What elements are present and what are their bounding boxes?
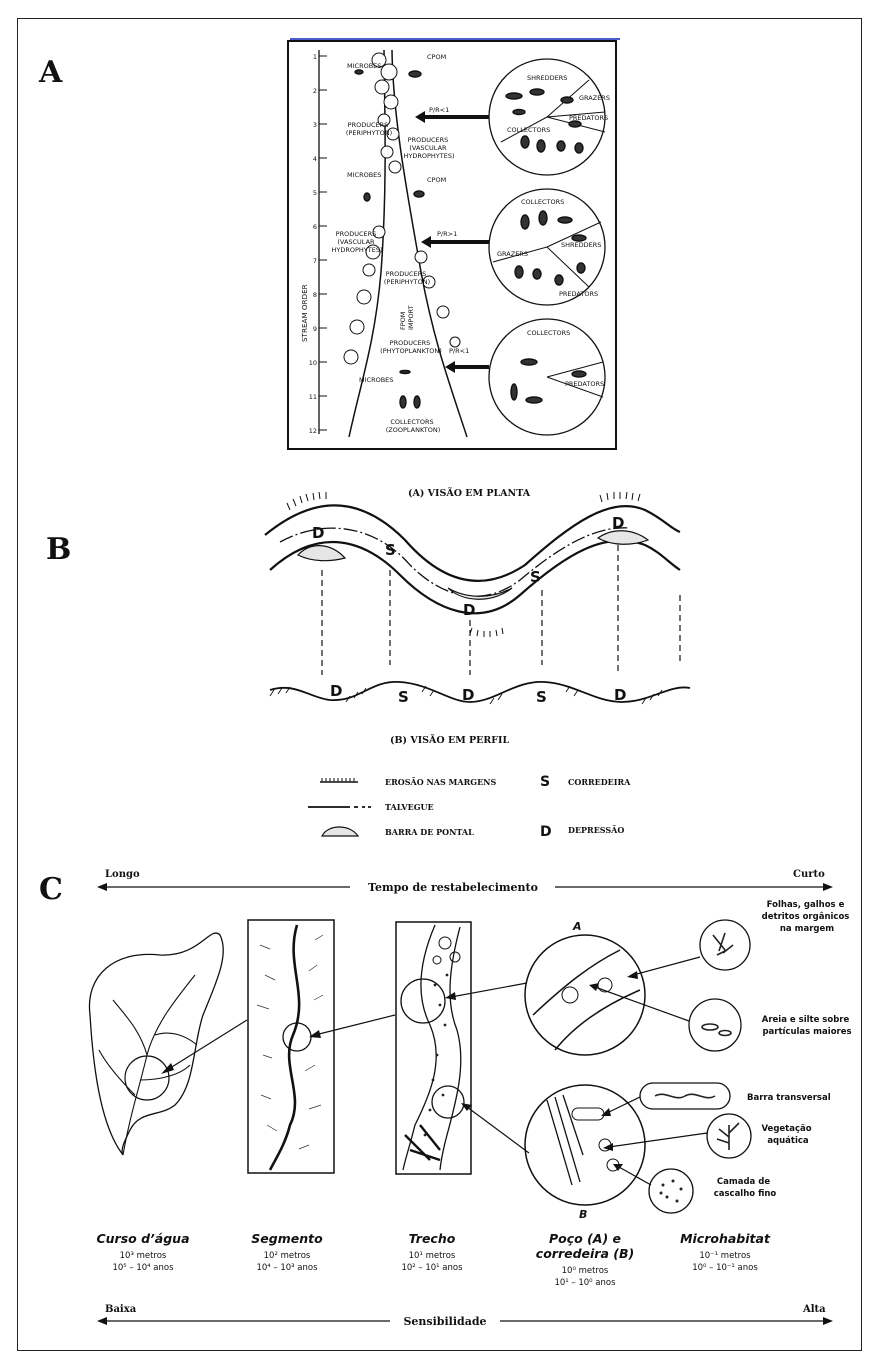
circle1-grazers: GRAZERS [579,94,610,102]
bottom-right-label: Alta [802,1304,826,1315]
collectors-zooplankton-label: COLLECTORS (ZOOPLANKTON) [386,418,440,434]
stream-order-label: 10 [309,359,317,367]
stream-order-label: 9 [313,325,317,333]
legend-talvegue-label: TALVEGUE [385,802,434,812]
scale-poco-line1: 10⁰ metros [562,1266,609,1276]
bottom-left-label: Baixa [105,1304,137,1315]
producers-phyto-label: PRODUCERS (PHYTOPLANKTON) [380,339,442,355]
stream-order-label: 8 [313,291,317,299]
scale-micro-line1: 10⁻¹ metros [699,1251,751,1261]
circle2-shredders: SHREDDERS [561,241,601,249]
plan-mark-d3: D [612,514,624,532]
circle3-collectors: COLLECTORS [527,329,570,337]
label-barra-transversal: Barra transversal [747,1093,831,1103]
circle2-collectors: COLLECTORS [521,198,564,206]
scale-trecho-line1: 10¹ metros [409,1251,456,1261]
scale-segmento-line1: 10² metros [264,1251,311,1261]
stream-order-label: 12 [309,427,317,435]
stream-order-label: 1 [313,53,317,61]
microbes-label-2: MICROBES [347,171,381,179]
scale-name-poco: Poço (A) e [549,1231,621,1246]
profile-mark-s2: S [536,688,547,706]
section-label-c: C [39,872,63,907]
stream-order-label: 6 [313,223,317,231]
scale-name-curso: Curso d’água [96,1231,189,1246]
plan-mark-d1: D [312,524,324,542]
scale-segmento-line2: 10⁴ – 10³ anos [256,1263,318,1273]
stream-order-label: 11 [309,393,317,401]
top-center-label: Tempo de restabelecimento [368,881,538,894]
scale-micro-line2: 10⁰ – 10⁻¹ anos [692,1263,758,1273]
stream-order-label: 3 [313,121,317,129]
circle1-shredders: SHREDDERS [527,74,567,82]
scale-poco-line2: 10¹ – 10⁰ anos [554,1278,616,1288]
scale-curso-line2: 10⁵ – 10⁴ anos [112,1263,174,1273]
fpom-import-label: FPOM IMPORT [399,305,415,330]
scale-trecho-line2: 10² – 10¹ anos [401,1263,463,1273]
producers-vascular-label-1: PRODUCERS (VASCULAR HYDROPHYTES) [403,136,454,160]
scale-name-trecho: Trecho [409,1231,456,1246]
legend-corredeira-label: CORREDEIRA [568,777,631,787]
microbes-label-1: MICROBES [347,62,381,70]
plan-mark-d2: D [463,601,475,619]
producers-periphyton-label-2: PRODUCERS (PERIPHYTON) [384,270,430,286]
producers-periphyton-label-1: PRODUCERS (PERIPHYTON) [346,121,392,137]
stream-order-label: 2 [313,87,317,95]
profile-mark-d1: D [330,682,342,700]
section-label-b: B [46,532,71,567]
circle2-grazers: GRAZERS [497,250,528,258]
circle3-predators: PREDATORS [565,380,604,388]
panel-b-legend: EROSÃO NAS MARGENS TALVEGUE BARRA DE PON… [308,774,631,840]
panel-c-hierarchy-diagram: Longo Tempo de restabelecimento Curto A … [85,865,855,1345]
cpom-label-1: CPOM [427,53,446,61]
profile-view-title: (B) VISÃO EM PERFIL [390,734,509,746]
microbes-label-3: MICROBES [359,376,393,384]
stream-order-axis-label: STREAM ORDER [300,284,309,342]
legend-depressao-label: DEPRESSÃO [568,825,624,835]
legend-s-symbol: S [540,774,550,790]
scale-labels: Curso d’água 10³ metros 10⁵ – 10⁴ anos S… [96,1231,770,1288]
scale-name-microhabitat: Microhabitat [680,1231,771,1246]
label-vegetacao: Vegetação aquática [761,1124,814,1146]
profile-mark-d3: D [614,686,626,704]
legend-d-symbol: D [540,824,552,840]
top-right-label: Curto [793,869,825,880]
section-label-a: A [39,55,62,90]
profile-mark-s1: S [398,688,409,706]
label-areia: Areia e silte sobre partículas maiores [762,1015,852,1037]
bottom-center-label: Sensibilidade [403,1315,486,1328]
label-folhas: Folhas, galhos e detritos orgânicos na m… [762,900,853,934]
circle1-predators: PREDATORS [569,114,608,122]
pr-label-1: P/R<1 [429,106,449,114]
top-left-label: Longo [105,869,140,880]
cpom-label-2: CPOM [427,176,446,184]
scale-name-segmento: Segmento [251,1231,323,1246]
scale-name-corredeira: corredeira (B) [536,1246,634,1261]
legend-barra-label: BARRA DE PONTAL [385,827,474,837]
circle1-collectors: COLLECTORS [507,126,550,134]
stream-order-label: 7 [313,257,317,265]
circle-a-label: A [572,920,582,933]
pr-label-2: P/R>1 [437,230,457,238]
circle2-predators: PREDATORS [559,290,598,298]
plan-view-title: (A) VISÃO EM PLANTA [408,487,531,499]
stream-order-label: 5 [313,189,317,197]
label-cascalho: Camada de cascalho fino [714,1177,777,1199]
plan-mark-s1: S [385,541,396,559]
legend-erosion-label: EROSÃO NAS MARGENS [385,777,496,787]
circle-b-label: B [579,1208,587,1221]
stream-order-label: 4 [313,155,317,163]
profile-mark-d2: D [462,686,474,704]
plan-mark-s2: S [530,568,541,586]
producers-vascular-label-2: PRODUCERS (VASCULAR HYDROPHYTES) [331,230,382,254]
panel-b-meander-diagram: (A) VISÃO EM PLANTA D S D S D D S D [250,470,710,850]
pr-label-3: P/R<1 [449,347,469,355]
scale-curso-line1: 10³ metros [120,1251,167,1261]
